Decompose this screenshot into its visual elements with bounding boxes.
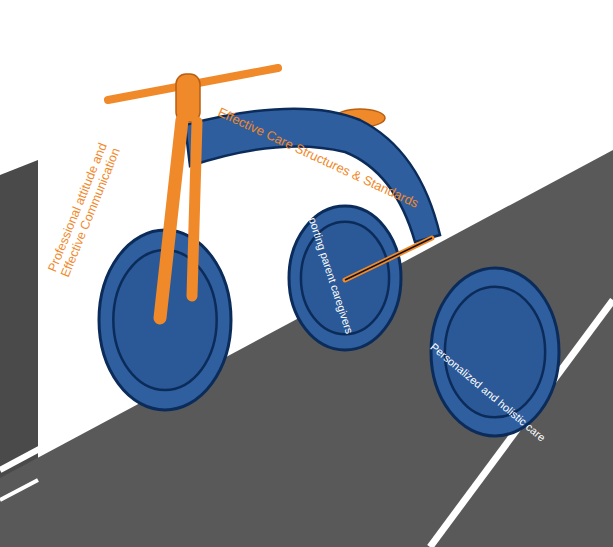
tyre (99, 230, 231, 410)
front-wheel: Professional attitude and Effective Comm… (97, 228, 233, 412)
axle-rod (345, 238, 432, 280)
fork-leg (160, 120, 182, 318)
axle-line (345, 238, 432, 280)
side-road-line (0, 480, 38, 500)
rim (113, 250, 216, 390)
middle-wheel: Supporting parent caregivers (287, 204, 403, 352)
fork-leg (192, 122, 197, 296)
front-wheel-outline (97, 228, 233, 412)
back-wheel: Personalized and holistic care (429, 266, 561, 438)
handlebar-stem (176, 74, 200, 122)
handlebar (108, 68, 278, 100)
